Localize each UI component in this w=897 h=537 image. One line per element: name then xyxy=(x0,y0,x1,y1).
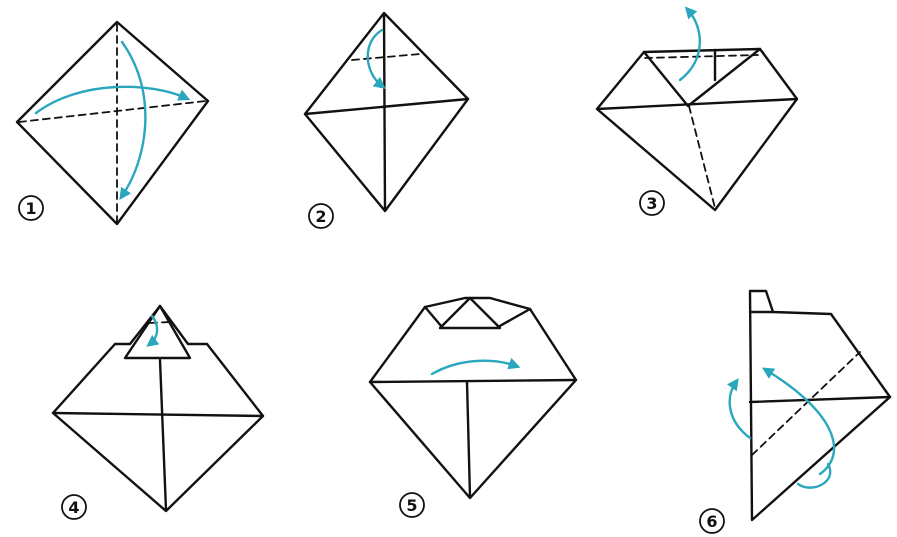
step-2-number: 2 xyxy=(315,207,326,226)
step-4-diagram: 4 xyxy=(53,306,263,519)
step-2-diagram: 2 xyxy=(305,13,468,228)
step-3-horizontal-fold xyxy=(597,99,797,109)
step-5-fold-arrow xyxy=(432,361,516,374)
step-5-vertical-fold xyxy=(467,382,470,497)
step-1-horizontal-crease xyxy=(19,101,206,122)
step-3-flap-right xyxy=(688,49,760,106)
step-3-top-crease xyxy=(645,55,758,58)
step-5-flap-right xyxy=(498,309,530,327)
step-3-vertical-crease xyxy=(689,106,715,208)
step-3-diagram: 3 xyxy=(597,10,797,215)
step-4-tip-crease xyxy=(150,322,170,323)
step-4-horizontal-fold xyxy=(53,413,263,416)
step-3-number: 3 xyxy=(646,194,657,213)
step-1-arrow-right xyxy=(36,87,186,113)
step-5-diagram: 5 xyxy=(370,298,576,517)
step-5-number: 5 xyxy=(406,496,417,515)
step-6-diagram: 6 xyxy=(700,291,890,533)
step-1-number: 1 xyxy=(25,199,36,218)
step-6-number: 6 xyxy=(706,512,717,531)
step-4-shape-outline xyxy=(53,306,263,511)
step-6-horizontal-fold xyxy=(750,397,890,402)
step-5-flap-left xyxy=(425,307,442,327)
step-5-horizontal-fold xyxy=(370,380,576,382)
step-2-tip-crease xyxy=(352,54,420,60)
step-1-arrow-down xyxy=(122,42,145,196)
step-3-fold-arrow xyxy=(680,10,700,80)
step-2-horizontal-fold xyxy=(305,99,468,114)
step-2-vertical-fold xyxy=(384,14,385,210)
step-4-vertical-fold xyxy=(160,360,166,510)
step-1-square-outline xyxy=(17,22,208,224)
step-4-number: 4 xyxy=(68,498,79,517)
step-3-shape-outline xyxy=(597,49,797,210)
step-6-left-arrow xyxy=(730,382,750,438)
step-1-diagram: 1 xyxy=(17,22,208,224)
